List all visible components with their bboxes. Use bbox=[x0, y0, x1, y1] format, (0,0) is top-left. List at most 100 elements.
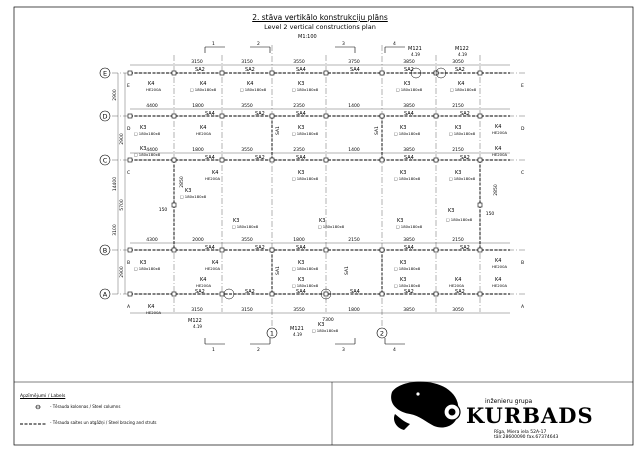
tube-mid-left: □ 180x180x8 bbox=[180, 194, 207, 199]
dim-C-5: 3850 bbox=[403, 147, 415, 153]
k3-A-bottom: K3 bbox=[318, 322, 324, 328]
company-name: KURBADS bbox=[466, 403, 594, 428]
tube-B-1: □ 180x180x8 bbox=[232, 224, 259, 229]
dim-bottom-2: 3550 bbox=[293, 307, 305, 313]
sa4-B-1: SA4 bbox=[205, 245, 215, 251]
dim-B-1: 2000 bbox=[192, 237, 204, 243]
dim-left-2: 14400 bbox=[112, 177, 118, 191]
section-3-top: 3 bbox=[342, 41, 345, 47]
row-axis-A: A bbox=[103, 291, 108, 299]
col-axis-2: 2 bbox=[380, 330, 384, 338]
m122-bottom: M122 bbox=[188, 318, 202, 324]
row-letter-D-left: D bbox=[127, 126, 131, 132]
beam-labels: SA2 SA2 SA4 SA4 SA2 SA2 SA4 SA2 SA4 SA4 … bbox=[195, 67, 470, 295]
row-axis-bubbles-left bbox=[99, 67, 111, 300]
sa2-C-2: SA2 bbox=[255, 155, 265, 161]
tube-B-5b: □ 180x180x8 bbox=[394, 266, 421, 271]
sa2-A-2: SA2 bbox=[245, 289, 255, 295]
col-axis-bubble-1 bbox=[266, 327, 278, 339]
dim-C-3: 2350 bbox=[293, 147, 305, 153]
section-3-bottom: 3 bbox=[342, 347, 345, 353]
sa4-A-4: SA4 bbox=[350, 289, 360, 295]
dim-bottom-total: 7300 bbox=[322, 317, 334, 323]
he200a-D-right: HE200A bbox=[492, 130, 508, 135]
k3-C-6: K3 bbox=[455, 170, 461, 176]
row-axis-D: D bbox=[102, 113, 107, 121]
tube-C-3: □ 180x180x8 bbox=[292, 176, 319, 181]
section-1-bottom: 1 bbox=[212, 347, 215, 353]
he200a-A-right: HE200A bbox=[492, 283, 508, 288]
steel-bracing bbox=[130, 72, 510, 295]
dim-B-6: 2150 bbox=[452, 237, 464, 243]
dim-E-0: 3150 bbox=[191, 59, 203, 65]
k4-D-right: K4 bbox=[495, 124, 501, 130]
sa4-E-4: SA4 bbox=[350, 67, 360, 73]
row-letter-E-left: E bbox=[127, 83, 130, 89]
k3-B-left: K3 bbox=[140, 260, 146, 266]
sa4-A-3: SA4 bbox=[296, 289, 306, 295]
sa1-vertical-B-4: SA1 bbox=[344, 266, 350, 275]
dim-C-2: 3550 bbox=[241, 147, 253, 153]
dim-mid-vertical-left: 2850 bbox=[179, 176, 185, 188]
tube-B-left: □ 180x180x8 bbox=[134, 266, 161, 271]
dim-B-5: 3850 bbox=[403, 237, 415, 243]
he200a-C-1: HE200A bbox=[205, 176, 221, 181]
k3-B-5: K3 bbox=[397, 218, 403, 224]
m122-bottom-circle bbox=[223, 288, 235, 300]
he200a-A-6: HE200A bbox=[449, 283, 465, 288]
k3-D-6: K3 bbox=[455, 125, 461, 131]
tube-A-3: □ 180x180x8 bbox=[292, 283, 319, 288]
m122-bottom-size: 4.19 bbox=[193, 324, 202, 329]
k3-C-5: K3 bbox=[400, 170, 406, 176]
sheet-frame bbox=[13, 6, 634, 446]
dim-mid-vertical-right: 2850 bbox=[493, 184, 499, 196]
dim-D-5: 3850 bbox=[403, 103, 415, 109]
dim-E-2: 3550 bbox=[293, 59, 305, 65]
dim-B-0: 4300 bbox=[146, 237, 158, 243]
m122-top: M122 bbox=[455, 46, 469, 52]
sa4-C-1: SA4 bbox=[205, 155, 215, 161]
dim-left-5: 2900 bbox=[119, 266, 125, 278]
sa2-B-2: SA2 bbox=[255, 245, 265, 251]
dim-E-4: 3850 bbox=[403, 59, 415, 65]
m121-bottom-circle bbox=[320, 288, 332, 300]
k4-D-1: K4 bbox=[200, 125, 206, 131]
section-4-bottom: 4 bbox=[393, 347, 396, 353]
k3-B-3: K3 bbox=[319, 218, 325, 224]
k4-E-2: K4 bbox=[247, 81, 253, 87]
dim-bottom-4: 3850 bbox=[403, 307, 415, 313]
tube-E-2: □ 180x180x8 bbox=[240, 87, 267, 92]
sa1-vertical-B-2: SA1 bbox=[275, 266, 281, 275]
company-phone-line: tālr.28600090 fax.67374643 bbox=[494, 435, 559, 440]
sa4-E-3: SA4 bbox=[296, 67, 306, 73]
dim-D-0: 4400 bbox=[146, 103, 158, 109]
dim-E-3: 3750 bbox=[348, 59, 360, 65]
section-1-top: 1 bbox=[212, 41, 215, 47]
k3-mid-left: K3 bbox=[185, 188, 191, 194]
sa4-D-5: SA4 bbox=[404, 111, 414, 117]
tube-D-6: □ 180x180x8 bbox=[449, 131, 476, 136]
k3-D-5: K3 bbox=[400, 125, 406, 131]
k4-A-6: K4 bbox=[455, 277, 461, 283]
k3-C-3: K3 bbox=[298, 170, 304, 176]
dim-D-3: 2350 bbox=[293, 103, 305, 109]
company-address-line: Rīga, Miera iela 52A-17 bbox=[494, 430, 547, 435]
company-subtitle: inženieru grupa bbox=[485, 398, 533, 405]
sa2-A-6: SA2 bbox=[455, 289, 465, 295]
sa2-A-5: SA2 bbox=[404, 289, 414, 295]
k4-E-1: K4 bbox=[200, 81, 206, 87]
column-axis-lines bbox=[173, 45, 481, 330]
k3-B-3b: K3 bbox=[298, 260, 304, 266]
row-letter-E-right: E bbox=[521, 83, 524, 89]
he200a-B-1: HE200A bbox=[205, 266, 221, 271]
sa4-D-1: SA4 bbox=[205, 111, 215, 117]
he200a-A-left: HE200A bbox=[146, 310, 162, 315]
tube-A-5: □ 180x180x8 bbox=[394, 283, 421, 288]
tube-C-5: □ 180x180x8 bbox=[394, 176, 421, 181]
k3-mid-right: K3 bbox=[448, 208, 454, 214]
tube-B-3b: □ 180x180x8 bbox=[292, 266, 319, 271]
dim-B-4: 2150 bbox=[348, 237, 360, 243]
k3-C-left: K3 bbox=[140, 146, 146, 152]
k3-A-3: K3 bbox=[298, 277, 304, 283]
legend-title: Apzīmējumi / Labels bbox=[20, 394, 66, 399]
